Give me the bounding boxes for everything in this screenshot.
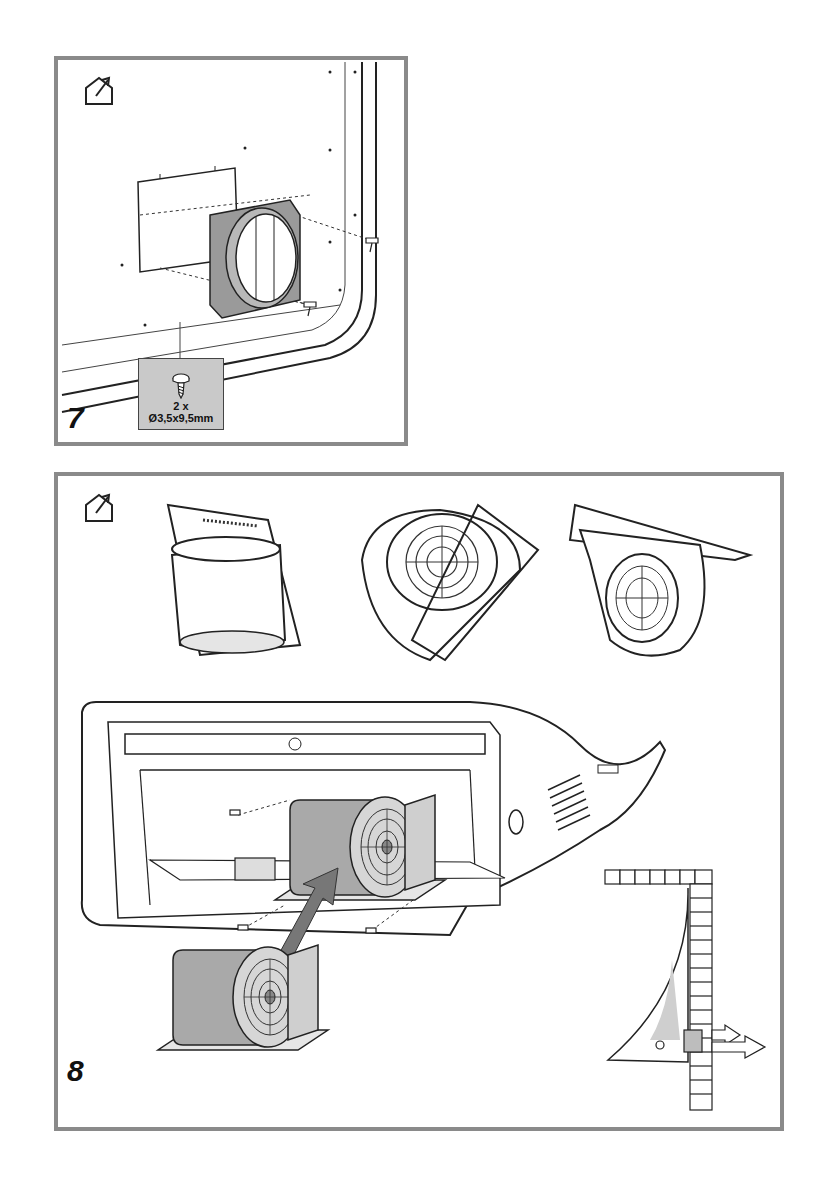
motor-view [570,505,750,656]
step-number: 7 [67,403,84,433]
screw-box: 2 x Ø3,5x9,5mm [138,358,224,430]
screw-icon [171,373,191,399]
panel-8 [56,474,782,1129]
motor-fan [275,795,445,900]
wall-section [605,870,765,1110]
panel-7 [56,58,406,444]
hood-body [82,702,665,935]
motor-fan [158,945,328,1050]
motor-view [362,505,538,660]
step-number: 8 [67,1056,84,1086]
screw-spec: 2 x Ø3,5x9,5mm [142,400,220,425]
motor-view [168,505,300,655]
